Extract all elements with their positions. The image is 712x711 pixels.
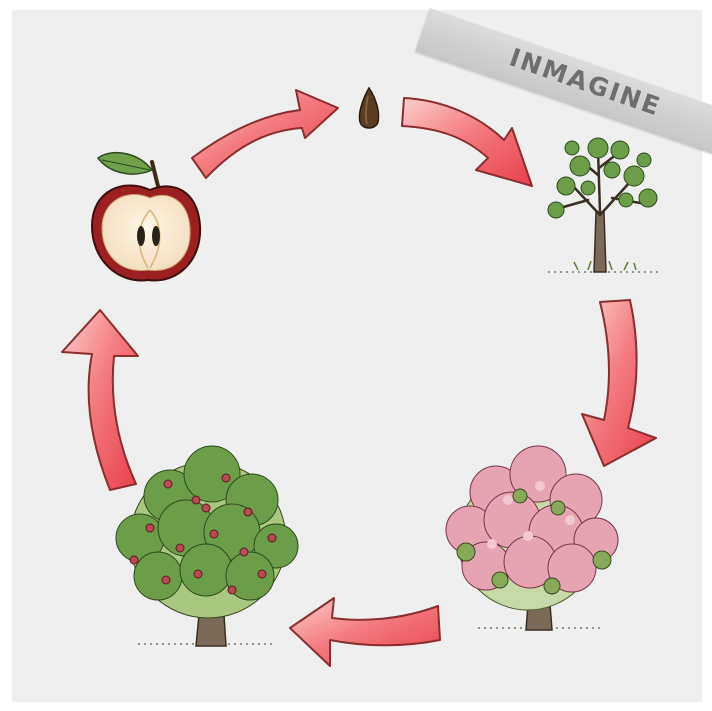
arrow-sapling-to-blossom — [581, 299, 657, 467]
arrow-seed-to-sapling — [401, 97, 533, 187]
arrow-apple-to-seed — [191, 89, 339, 179]
young-tree-icon — [547, 137, 660, 273]
fruiting-tree-icon — [115, 445, 299, 647]
arrow-fruiting-to-apple — [61, 309, 139, 491]
seed-icon — [358, 86, 380, 129]
blossoming-tree-icon — [445, 445, 619, 631]
halved-apple-icon — [90, 151, 202, 282]
arrow-blossom-to-fruiting — [289, 597, 441, 667]
